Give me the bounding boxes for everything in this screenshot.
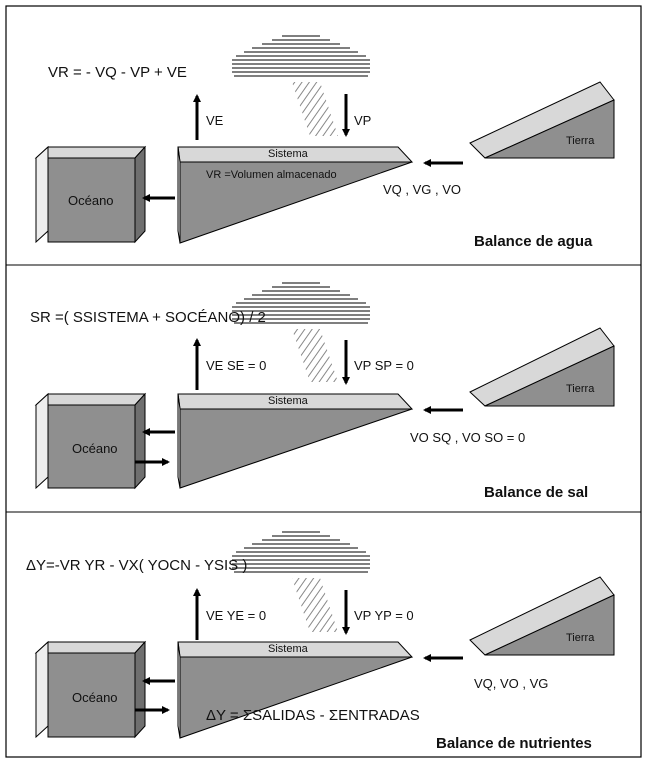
- down-arrow-label: VP YP = 0: [354, 608, 414, 623]
- ocean-cube: [34, 145, 147, 244]
- system-wedge: [177, 146, 414, 244]
- equation-label: SR =( SSISTEMA + SOCÉANO) / 2: [30, 309, 266, 326]
- ocean-cube: [34, 392, 147, 490]
- panel-title: Balance de agua: [474, 233, 593, 250]
- inflow-label: VQ , VG , VO: [383, 182, 461, 197]
- ocean-label: Océano: [72, 690, 118, 705]
- system-label: Sistema: [268, 643, 309, 655]
- cloud-icon: [232, 282, 370, 324]
- panel-title: Balance de sal: [484, 484, 588, 501]
- sum-equation: ΔY = ΣSALIDAS - ΣENTRADAS: [206, 707, 420, 724]
- ocean-cube: [34, 640, 147, 739]
- ocean-label: Océano: [68, 193, 114, 208]
- land-wedge: [469, 327, 615, 407]
- system-wedge: [177, 641, 414, 739]
- cloud-icon: [232, 531, 370, 573]
- up-arrow-label: VE YE = 0: [206, 608, 266, 623]
- system-note: VR =Volumen almacenado: [206, 169, 337, 181]
- inflow-label: VO SQ , VO SO = 0: [410, 430, 525, 445]
- panel-water-balance: VR = - VQ - VP + VE VE VP Océano Sistema…: [34, 35, 615, 250]
- rain-icon: [292, 82, 338, 136]
- equation-label: VR = - VQ - VP + VE: [48, 64, 187, 81]
- land-wedge: [469, 576, 615, 656]
- rain-icon: [292, 329, 338, 382]
- land-label: Tierra: [566, 383, 595, 395]
- up-arrow-label: VE: [206, 113, 224, 128]
- land-label: Tierra: [566, 135, 595, 147]
- inflow-label: VQ, VO , VG: [474, 676, 548, 691]
- land-wedge: [469, 81, 615, 159]
- rain-icon: [292, 578, 338, 632]
- ocean-label: Océano: [72, 441, 118, 456]
- system-wedge: [177, 393, 414, 489]
- down-arrow-label: VP: [354, 113, 371, 128]
- system-label: Sistema: [268, 148, 309, 160]
- down-arrow-label: VP SP = 0: [354, 358, 414, 373]
- cloud-icon: [232, 35, 370, 77]
- panel-salt-balance: SR =( SSISTEMA + SOCÉANO) / 2 VE SE = 0 …: [30, 282, 615, 501]
- panel-nutrient-balance: ΔY=-VR YR - VX( YOCN - YSIS ) VE YE = 0 …: [26, 531, 615, 752]
- system-label: Sistema: [268, 395, 309, 407]
- up-arrow-label: VE SE = 0: [206, 358, 266, 373]
- equation-label: ΔY=-VR YR - VX( YOCN - YSIS ): [26, 557, 247, 574]
- land-label: Tierra: [566, 632, 595, 644]
- panel-title: Balance de nutrientes: [436, 735, 592, 752]
- outer-border: [5, 5, 642, 758]
